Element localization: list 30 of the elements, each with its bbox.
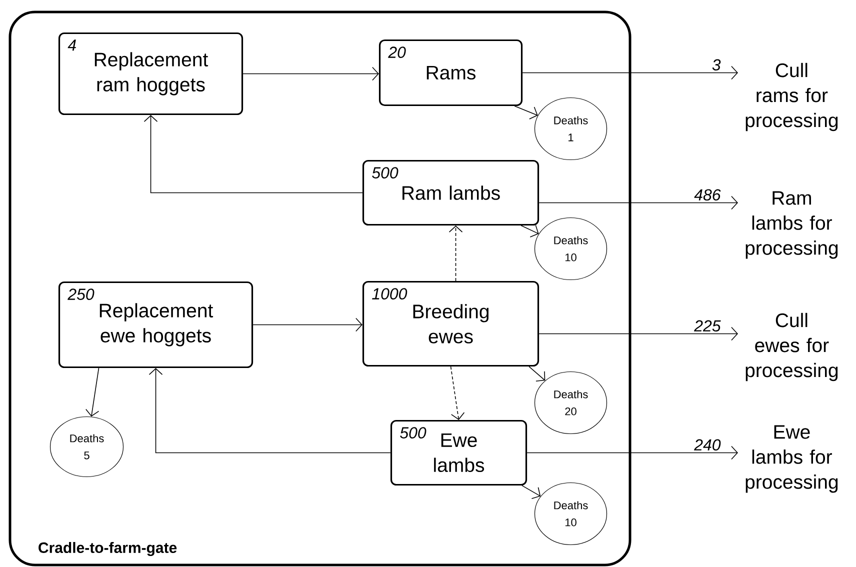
edge-label: 240 [693, 438, 722, 452]
arrow [538, 196, 738, 210]
arrow [148, 368, 391, 454]
output-text: Cull rams for processing [746, 62, 838, 132]
arrow [144, 115, 363, 194]
frame-label: Cradle-to-farm-gate [38, 542, 177, 556]
arrow [528, 366, 546, 382]
output-text: Ewe lambs for processing [746, 425, 838, 493]
process-box: Rams 20 [378, 39, 523, 106]
process-box: Ram lambs 500 [362, 160, 540, 226]
process-box: Breeding ewes 1000 [362, 280, 540, 367]
arrow [522, 485, 541, 500]
edge-label: 486 [693, 188, 722, 202]
output-text: Ram lambs for processing [746, 191, 838, 259]
process-box: Ewe lambs 500 [390, 420, 528, 486]
arrow [252, 318, 362, 332]
output-text: Cull ewes for processing [746, 312, 838, 382]
arrow [522, 66, 738, 80]
arrow [450, 366, 465, 420]
arrow [86, 368, 100, 417]
arrow [514, 106, 538, 120]
arrow [520, 224, 539, 238]
process-box: Replacement ram hoggets 4 [58, 32, 244, 116]
arrow [242, 66, 379, 81]
process-box: Replacement ewe hoggets 250 [58, 281, 254, 368]
arrow [538, 326, 738, 341]
arrow [448, 226, 463, 282]
edge-label: 3 [710, 58, 722, 72]
edge-label: 225 [693, 319, 722, 333]
arrow [526, 446, 738, 460]
